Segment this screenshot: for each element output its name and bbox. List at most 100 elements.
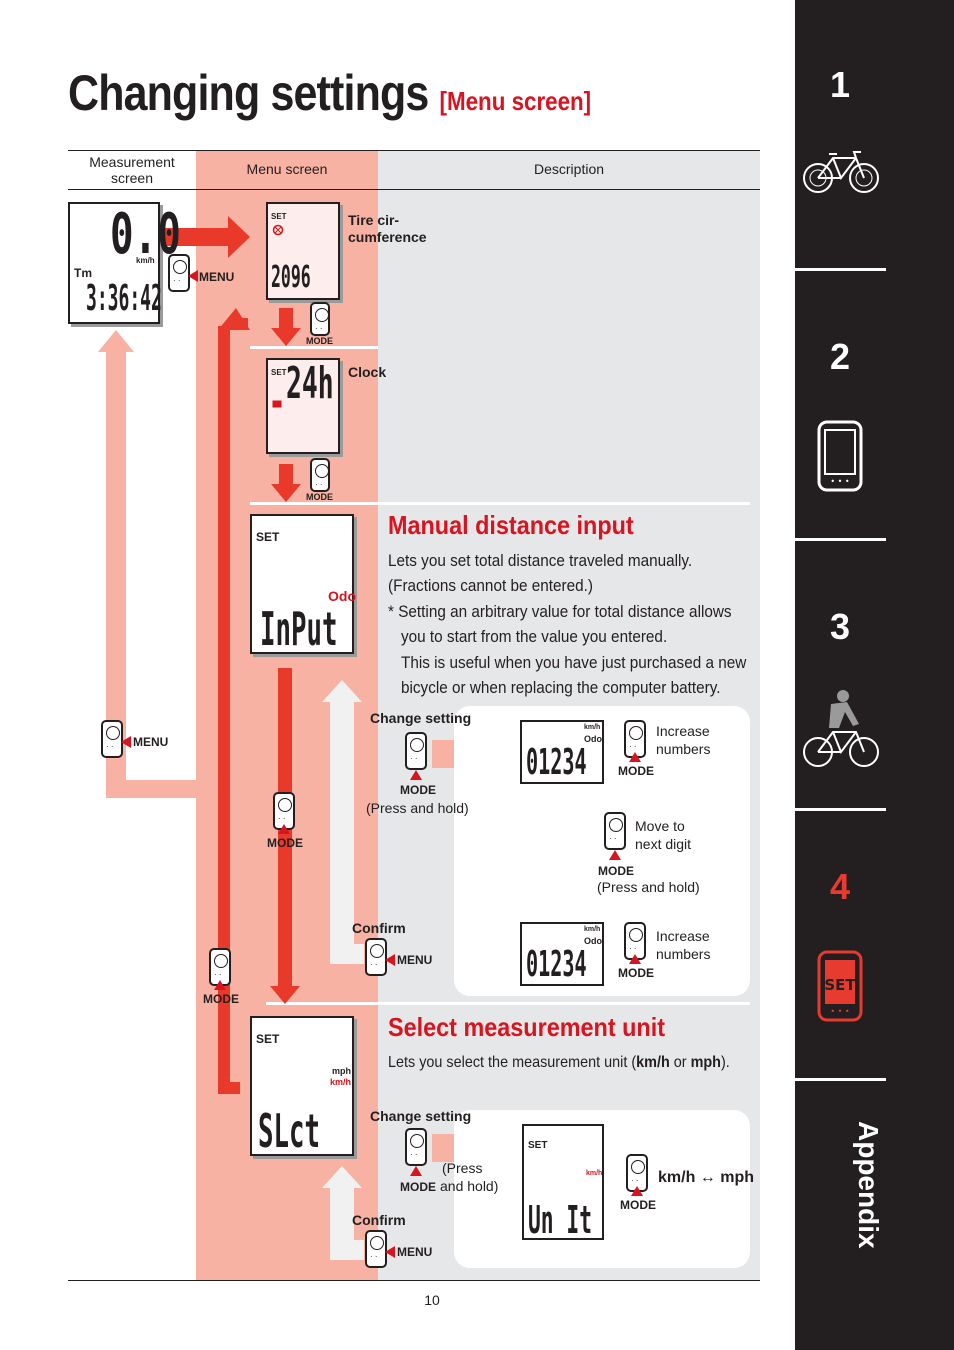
tm-label: Tm (74, 266, 92, 280)
mode-button[interactable] (310, 458, 330, 492)
move-next-digit-text: Move to next digit (635, 818, 692, 852)
press-indicator-icon (278, 824, 290, 834)
press-indicator-icon (609, 850, 621, 860)
time-readout: 3:36:42 (86, 278, 162, 319)
tab-appendix[interactable]: Appendix (853, 1121, 884, 1249)
unit-desc: Lets you select the measurement unit (km… (388, 1054, 730, 1071)
press-indicator-icon (188, 270, 198, 282)
menu-button-label: MENU (397, 953, 433, 967)
clock-value: 24h (286, 358, 334, 409)
menu-separator (250, 346, 378, 349)
mode-button[interactable] (310, 302, 330, 336)
svg-text:• • •: • • • (830, 1007, 849, 1016)
manual-desc-line-1: Lets you set total distance traveled man… (388, 551, 693, 570)
odo-label: Odo (328, 588, 356, 604)
set-label: SET (271, 212, 287, 221)
mode-button-label: MODE (618, 764, 654, 778)
mode-button-label: MODE (598, 864, 634, 878)
tab-3[interactable]: 3 (829, 606, 851, 647)
menu-button-label: MENU (199, 270, 235, 284)
column-header-measurement: Measurement screen (89, 154, 175, 186)
title-text: Changing settings (68, 65, 429, 121)
manual-desc-line-6: bicycle or when replacing the computer b… (401, 678, 721, 697)
unit-section-title: Select measurement unit (388, 1012, 666, 1042)
title-subtitle: [Menu screen] (439, 86, 592, 116)
tab-2[interactable]: 2 (829, 336, 851, 377)
tire-value: 2096 (271, 260, 311, 295)
set-label: SET (271, 368, 287, 377)
menu-button-label: MENU (397, 1245, 433, 1259)
speed-unit: km/h (136, 256, 155, 265)
page-number: 10 (424, 1292, 440, 1308)
menu-button[interactable] (365, 938, 387, 976)
mode-button[interactable] (624, 720, 646, 758)
press-hold-text: (Press and hold) (597, 879, 700, 895)
set-label: SET (256, 530, 280, 544)
mode-button[interactable] (604, 812, 626, 850)
digits-value-2: 01234 (526, 944, 587, 985)
section-separator (250, 502, 750, 505)
unit-lcd: SET km/h Un It (522, 1124, 604, 1242)
odo-label: Odo (584, 936, 602, 946)
menu-button[interactable] (365, 1230, 387, 1268)
tab-separator (795, 268, 886, 271)
page-title: Changing settings [Menu screen] (68, 64, 591, 122)
digits-lcd-2: km/h Odo 01234 (520, 922, 604, 986)
mode-button-label: MODE (203, 992, 239, 1006)
menu-button-label: MENU (133, 735, 169, 749)
menu-button[interactable] (101, 720, 123, 758)
press-indicator-icon (121, 736, 131, 748)
mode-button-label: MODE (306, 492, 333, 502)
kmh-label: km/h (330, 1077, 352, 1087)
measurement-lcd: 0.0 km/h Tm 3:36:42 (68, 202, 181, 324)
press-indicator-icon (214, 980, 226, 990)
digits-lcd-1: km/h Odo 01234 (520, 720, 604, 784)
column-header-menu: Menu screen (246, 161, 328, 177)
unit-label: km/h (584, 926, 601, 933)
press-indicator-icon (385, 1246, 395, 1258)
bicycle-icon (803, 151, 879, 193)
tab-4-active[interactable]: 4 (829, 866, 851, 907)
press-hold-text: (Press and hold) (366, 800, 469, 816)
mode-button-label: MODE (400, 1180, 436, 1194)
mode-button-label: MODE (306, 336, 333, 346)
clock-label: Clock (348, 364, 387, 380)
change-setting-label: Change setting (370, 1108, 472, 1124)
tire-icon (272, 224, 284, 236)
manual-desc-line-3: * Setting an arbitrary value for total d… (388, 602, 732, 621)
set-label: SET (528, 1140, 548, 1151)
table-top-rule (68, 150, 760, 151)
svg-text:• • •: • • • (830, 477, 849, 486)
unit-label: km/h (584, 724, 601, 731)
section-separator (266, 1002, 750, 1005)
mode-button-label: MODE (267, 836, 303, 850)
confirm-label: Confirm (352, 1212, 406, 1228)
input-lcd: SET Odo InPut (250, 514, 356, 656)
press-text: (Press (442, 1160, 483, 1176)
menu-button[interactable] (168, 254, 190, 292)
confirm-label: Confirm (352, 920, 406, 936)
kmh-label: km/h (586, 1170, 603, 1177)
digits-value-1: 01234 (526, 742, 587, 783)
tab-separator (795, 538, 886, 541)
unit-toggle-text: km/h ↔ mph (658, 1169, 755, 1186)
press-indicator-icon (629, 954, 641, 964)
computer-device-icon: • • • (817, 420, 863, 492)
table-bottom-rule (68, 1280, 760, 1281)
set-label: SET (256, 1032, 280, 1046)
mode-button[interactable] (273, 792, 295, 830)
change-setting-label: Change setting (370, 710, 472, 726)
mph-label: mph (332, 1066, 351, 1076)
tab-1[interactable]: 1 (829, 64, 851, 105)
mode-button-label: MODE (618, 966, 654, 980)
increase-numbers-text: Increase numbers (656, 928, 711, 962)
envelope-icon (272, 400, 282, 408)
mode-button-label: MODE (620, 1198, 656, 1212)
mode-button[interactable] (405, 732, 427, 770)
mode-button[interactable] (405, 1128, 427, 1166)
chapter-sidebar: 1 2 • • • 3 4 SET • • • Appendix (795, 0, 954, 1350)
tab-separator (795, 1078, 886, 1081)
table-header-rule (68, 189, 760, 190)
select-unit-lcd: SET mph km/h SLct (250, 1016, 354, 1158)
unit-text: Un It (528, 1198, 593, 1242)
